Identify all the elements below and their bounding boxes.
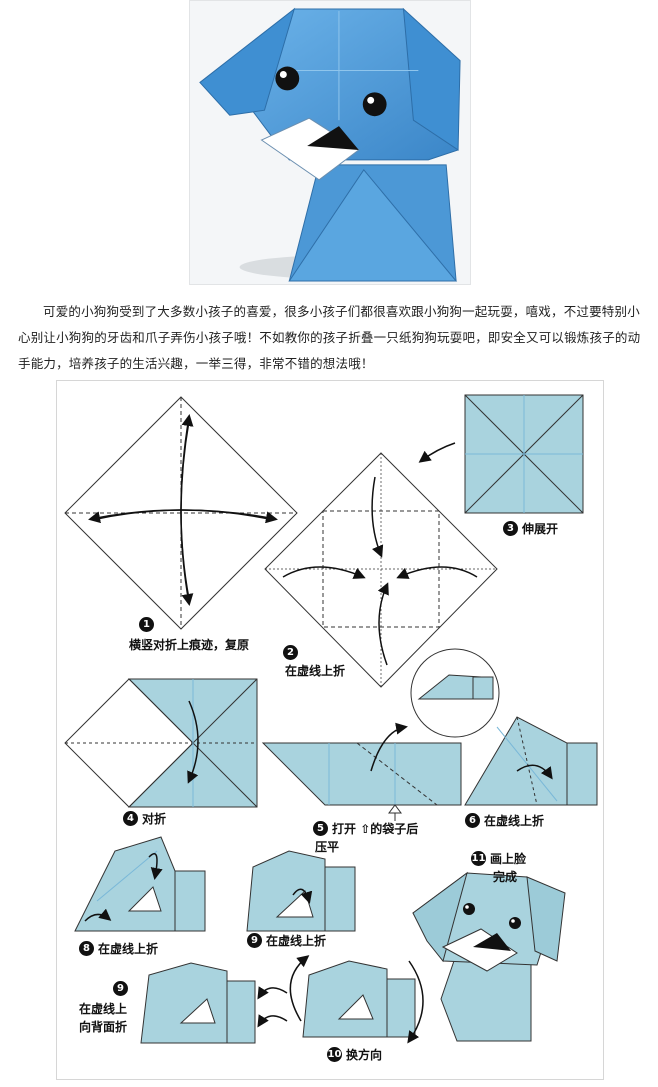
step-5-detail-circle [410,648,500,738]
step-1-diagram [64,396,298,630]
step-1-number: 1 [139,617,154,632]
step-8-label: 8 在虚线上折 [79,941,158,957]
step-5-diagram [261,722,462,821]
step-5-label: 5 打开 ⇧的袋子后 [313,821,418,837]
step-1-label: 1 [139,617,154,632]
step-4-diagram [64,678,258,808]
step-11-label: 11 画上脸 [471,851,527,866]
step-9-label: 9 在虚线上折 [247,933,326,949]
step-11-dog [412,871,566,1042]
step-8-diagram [74,836,206,932]
step-2-text: 在虚线上折 [285,664,346,678]
step-10-diagram [289,955,424,1044]
step-3-label: 3 伸展开 [503,521,558,537]
step-9b-text-line1: 在虚线上 [79,1002,128,1016]
origami-dog-photo [189,0,471,285]
step-5-text-line2: 压平 [315,840,340,854]
step-4-label: 4 对折 [123,811,166,827]
step-6-diagram [464,716,598,806]
step-9b-text-line2: 向背面折 [79,1020,128,1034]
step-11-text-line2: 完成 [493,870,518,884]
step-6-label: 6 在虚线上折 [465,813,544,829]
step-1-text: 横竖对折上痕迹，复原 [129,638,250,652]
folding-steps-illustration [64,394,598,1044]
step-10-label: 10 换方向 [327,1047,383,1062]
step-9b-diagram [140,962,288,1044]
intro-paragraph: 可爱的小狗狗受到了大多数小孩子的喜爱，很多小孩子们都很喜欢跟小狗狗一起玩耍，嘻戏… [18,304,641,371]
step-2-label: 2 [283,645,298,660]
folding-diagram: 1 横竖对折上痕迹，复原 2 在虚线上折 3 伸展开 4 对折 5 打开 ⇧的袋… [56,380,604,1080]
step-9b-number: 9 [113,981,128,996]
step-2-diagram [264,452,498,688]
step-3-diagram [418,394,584,514]
origami-dog-photo-drawing [199,7,461,282]
step-9-diagram [246,850,356,932]
